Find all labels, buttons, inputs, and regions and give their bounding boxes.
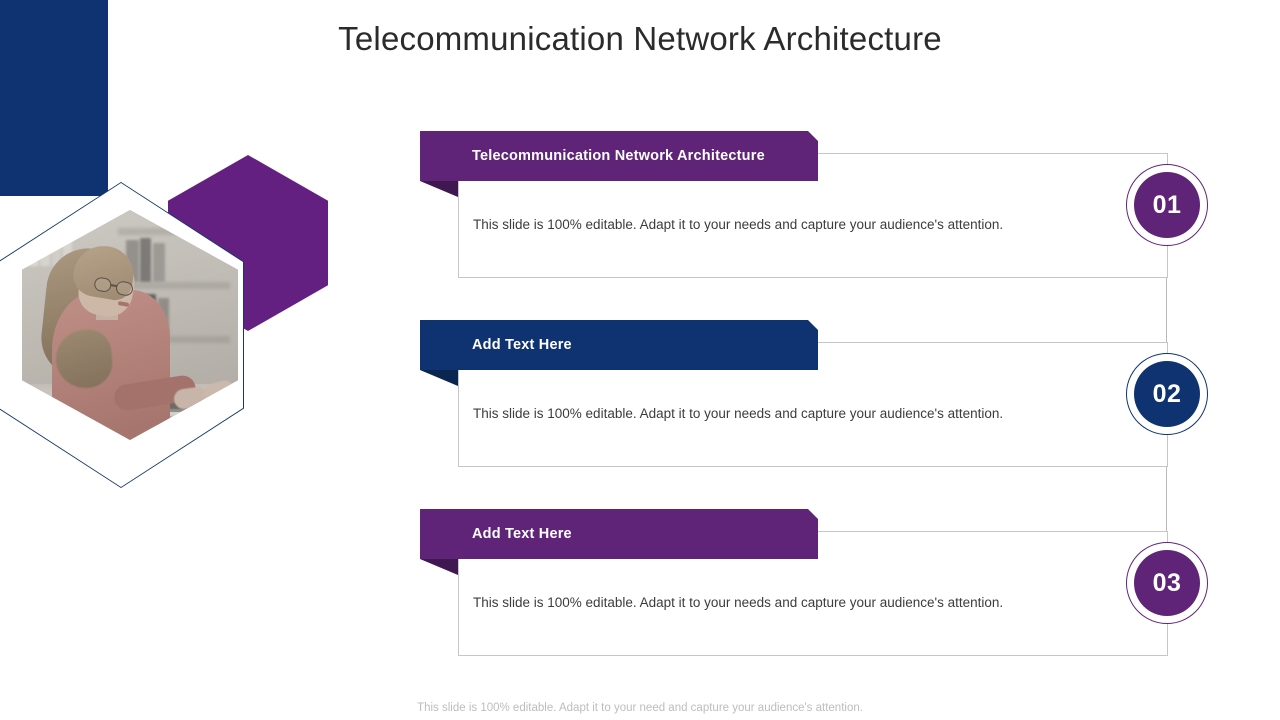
step-badge-02[interactable]: 02 (1126, 353, 1208, 435)
badge-fill: 01 (1134, 172, 1200, 238)
photo-shelf (118, 336, 230, 343)
photo-binder (52, 237, 61, 266)
hexagon-photo-frame (0, 182, 244, 488)
badge-fill: 02 (1134, 361, 1200, 427)
step-badge-01[interactable]: 01 (1126, 164, 1208, 246)
content-block-02: This slide is 100% editable. Adapt it to… (420, 320, 1180, 470)
block-heading: Telecommunication Network Architecture (472, 148, 765, 164)
navy-rectangle-accent (0, 0, 108, 196)
block-body-text: This slide is 100% editable. Adapt it to… (473, 217, 1004, 232)
photo-binder (63, 235, 72, 266)
block-body-text: This slide is 100% editable. Adapt it to… (473, 595, 1004, 610)
block-banner[interactable]: Telecommunication Network Architecture (420, 131, 818, 181)
banner-fold (420, 370, 458, 386)
step-badge-03[interactable]: 03 (1126, 542, 1208, 624)
block-heading: Add Text Here (472, 337, 572, 353)
badge-fill: 03 (1134, 550, 1200, 616)
slide-footer-note: This slide is 100% editable. Adapt it to… (417, 702, 863, 714)
page-title: Telecommunication Network Architecture (338, 20, 942, 57)
block-banner[interactable]: Add Text Here (420, 509, 818, 559)
banner-fold (420, 181, 458, 197)
badge-number: 03 (1152, 568, 1182, 597)
block-banner[interactable]: Add Text Here (420, 320, 818, 370)
photo-shelf (118, 282, 230, 289)
banner-fold (420, 559, 458, 575)
block-heading: Add Text Here (472, 526, 572, 542)
content-block-03: This slide is 100% editable. Adapt it to… (420, 509, 1180, 659)
badge-number: 02 (1152, 379, 1182, 408)
photo-binder (140, 238, 151, 282)
badge-number: 01 (1152, 190, 1182, 219)
content-block-01: This slide is 100% editable. Adapt it to… (420, 131, 1180, 281)
block-body-text: This slide is 100% editable. Adapt it to… (473, 406, 1004, 421)
photo-binder (153, 243, 165, 282)
